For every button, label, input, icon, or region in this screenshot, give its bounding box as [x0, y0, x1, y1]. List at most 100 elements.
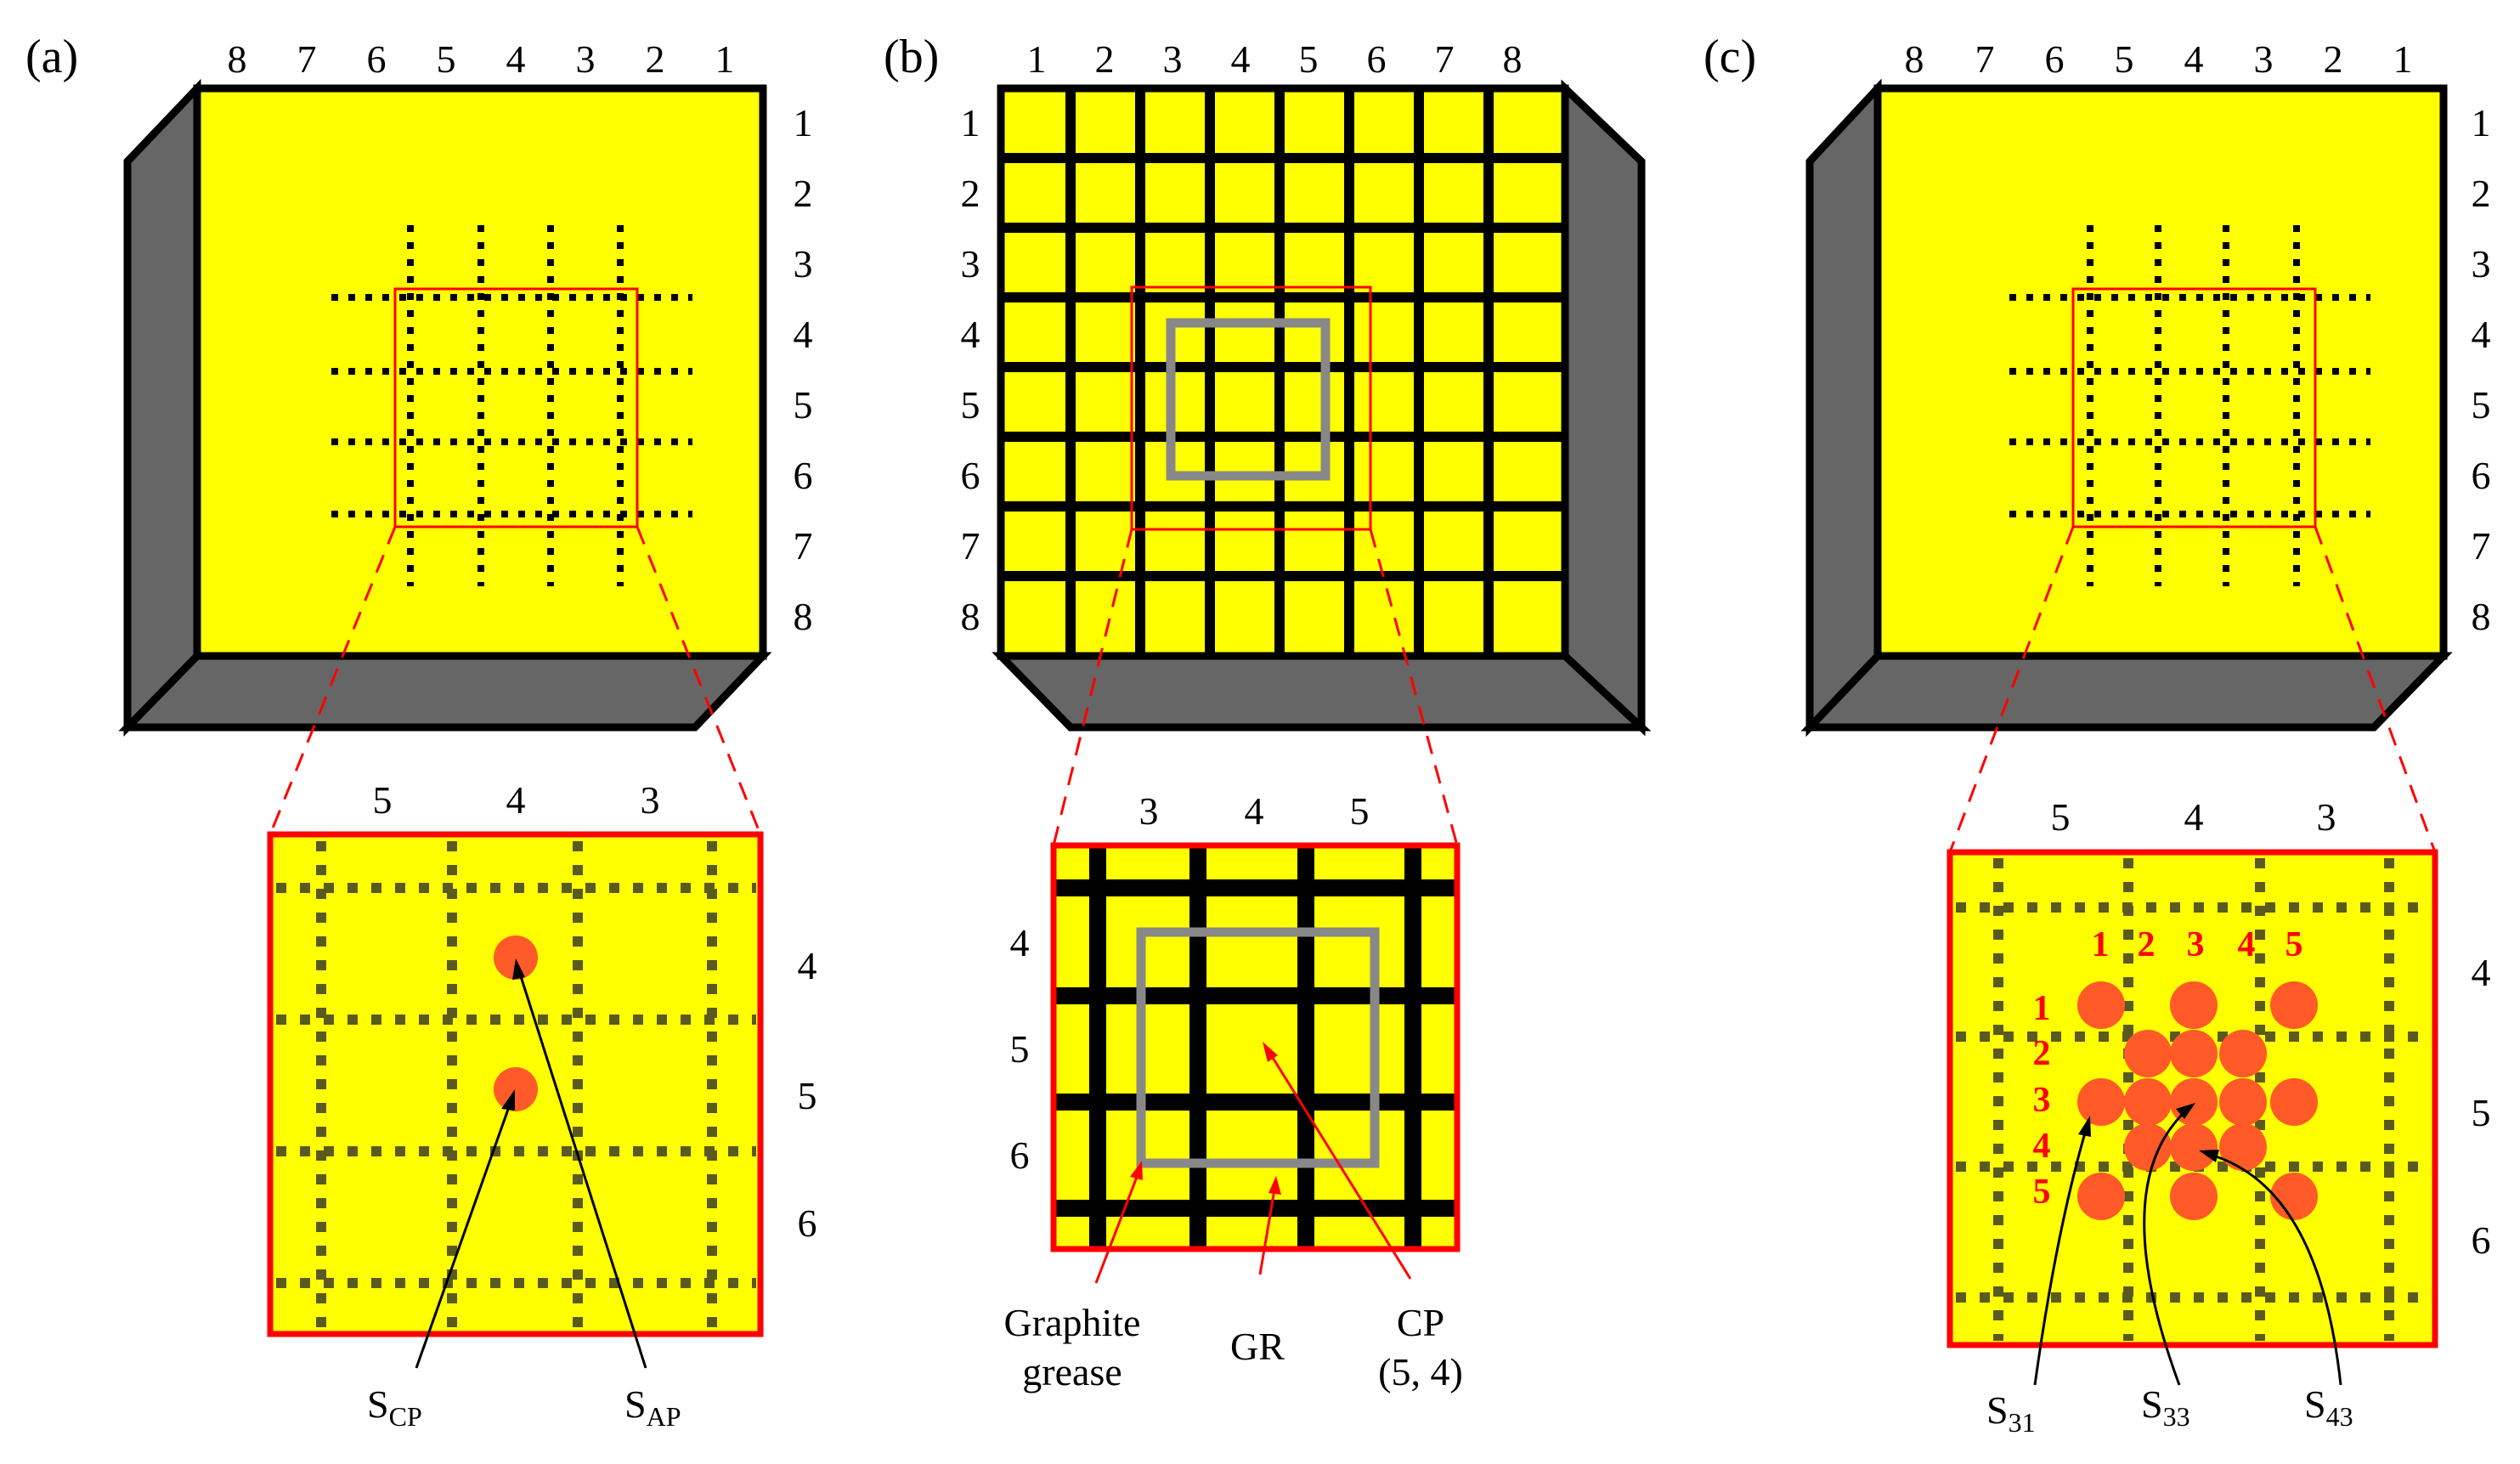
sensing-point-dot [2077, 981, 2125, 1029]
panel-b-col-label: 3 [1163, 37, 1183, 81]
panel-a-col-label: 3 [576, 37, 596, 81]
panel-c: (c) 8 7 6 5 4 3 2 1 1 2 3 4 5 6 7 8 [1704, 31, 2491, 1438]
panel-a-col-label: 1 [715, 37, 735, 81]
panel-b-col-label: 7 [1435, 37, 1455, 81]
panel-c-row-label: 8 [2472, 595, 2491, 638]
panel-a-block-front-face [193, 84, 767, 660]
sensing-point-dot [2170, 1173, 2218, 1220]
sensing-point-dot [2077, 1078, 2125, 1126]
sensing-point-dot [2219, 1078, 2267, 1126]
panel-c-row-label: 3 [2472, 242, 2491, 285]
panel-a-row-label: 3 [794, 242, 813, 285]
panel-a-zoom-line-left [268, 526, 397, 835]
panel-a-zoom-dotted-grid [276, 841, 756, 1330]
panel-b-gr-arrow [1258, 1189, 1276, 1275]
panel-a-row-label: 5 [794, 383, 813, 427]
panel-c-zoom-col-label: 4 [2184, 795, 2204, 839]
panel-b-row-label: 3 [961, 242, 980, 285]
panel-c-grid-column-numbers: 1 2 3 4 5 [2092, 925, 2303, 964]
sensing-point-dot [2170, 981, 2218, 1029]
panel-c-grid-col-label: 3 [2187, 925, 2205, 964]
panel-a-col-label: 2 [646, 37, 665, 81]
sensing-point-dot [2124, 1078, 2172, 1126]
panel-a-zoom-col-label: 4 [506, 778, 526, 822]
panel-a-center-point-dot [494, 1067, 538, 1111]
panel-b-row-label: 7 [961, 524, 980, 568]
sensing-point-dot [2170, 1123, 2218, 1171]
panel-b-cp-label-line1: CP [1397, 1301, 1444, 1344]
panel-b-gr-label: GR [1230, 1325, 1285, 1368]
panel-a-col-label: 6 [367, 37, 387, 81]
panel-c-column-numbers: 8 7 6 5 4 3 2 1 [1905, 37, 2413, 81]
panel-b-zoom-col-label: 4 [1245, 789, 1264, 833]
panel-a-row-label: 6 [794, 454, 813, 497]
panel-a-col-label: 5 [437, 37, 456, 81]
panel-b-zoom-gr-square [1136, 927, 1380, 1168]
panel-c-s43-arrowhead [2199, 1150, 2219, 1162]
panel-c-zoom-col-label: 3 [2317, 795, 2336, 839]
panel-b-zoom-row-label: 4 [1010, 921, 1030, 964]
panel-c-s43-arrow [2212, 1154, 2342, 1386]
panel-c-row-label: 2 [2472, 172, 2491, 215]
panel-a-row-label: 1 [794, 101, 813, 144]
panel-a-col-label: 4 [506, 37, 526, 81]
panel-a-zoom-col-label: 3 [641, 778, 660, 822]
panel-a: (a) 8 7 6 5 4 3 2 1 1 2 3 4 5 6 7 8 [25, 31, 817, 1432]
sensing-point-dot [2124, 1030, 2172, 1077]
panel-b-row-numbers: 1 2 3 4 5 6 7 8 [961, 101, 980, 638]
panel-c-zoom-row-label: 6 [2472, 1218, 2491, 1262]
panel-c-col-label: 1 [2393, 37, 2413, 81]
panel-b-grid-lines [1001, 88, 1565, 656]
panel-a-s-cp-arrow [415, 1104, 511, 1369]
panel-c-grid-row-label: 5 [2033, 1173, 2051, 1212]
panel-a-block-left-face [123, 78, 201, 738]
panel-c-grid-col-label: 4 [2238, 925, 2256, 964]
panel-a-zoom-row-label: 4 [798, 944, 817, 987]
panel-c-col-label: 3 [2254, 37, 2274, 81]
panel-b-label: (b) [884, 31, 939, 83]
panel-a-column-numbers: 8 7 6 5 4 3 2 1 [228, 37, 735, 81]
panel-c-col-label: 4 [2184, 37, 2204, 81]
panel-c-zoom-row-label: 5 [2472, 1091, 2491, 1134]
panel-b-cp-arrow [1268, 1053, 1412, 1280]
panel-b-zoom-col-label: 3 [1139, 789, 1159, 833]
panel-a-s-cp-arrowhead [501, 1089, 515, 1111]
sensing-point-dot [2270, 981, 2318, 1029]
sensing-point-dot [2219, 1030, 2267, 1077]
panel-b-gr-arrowhead [1268, 1176, 1281, 1195]
panel-c-col-label: 5 [2115, 37, 2134, 81]
panel-c-row-label: 7 [2472, 524, 2491, 568]
panel-c-grid-row-numbers: 1 2 3 4 5 [2033, 989, 2051, 1212]
sensing-point-dot [2124, 1123, 2172, 1171]
panel-c-s33-arrowhead [2176, 1103, 2195, 1119]
panel-c-zoom-line-right [2314, 526, 2437, 853]
panel-a-region-box [393, 287, 639, 529]
panel-c-row-label: 4 [2472, 313, 2491, 356]
panel-b-region-box [1130, 285, 1372, 531]
panel-c-grid-row-label: 4 [2033, 1127, 2051, 1166]
panel-b-col-label: 5 [1299, 37, 1319, 81]
panel-b-cp-label-line2: (5, 4) [1378, 1350, 1463, 1393]
panel-b: (b) 1 2 3 4 5 6 7 8 1 2 3 4 5 6 7 8 [884, 31, 1652, 1393]
panel-c-row-label: 6 [2472, 454, 2491, 497]
panel-c-row-numbers: 1 2 3 4 5 6 7 8 [2472, 101, 2491, 638]
panel-c-grid-row-label: 1 [2033, 989, 2051, 1028]
panel-a-col-label: 8 [228, 37, 247, 81]
panel-a-zoom-line-right [636, 526, 762, 835]
panel-a-s-ap-arrowhead [512, 958, 525, 980]
panel-b-row-label: 5 [961, 383, 980, 427]
panel-b-row-label: 4 [961, 313, 980, 356]
panel-b-block-right-face [1561, 79, 1646, 737]
panel-c-col-label: 7 [1975, 37, 1995, 81]
panel-a-row-label: 2 [794, 172, 813, 215]
panel-a-row-numbers: 1 2 3 4 5 6 7 8 [794, 101, 813, 638]
panel-c-grid-col-label: 1 [2092, 925, 2110, 964]
panel-b-row-label: 2 [961, 172, 980, 215]
panel-c-s31-arrowhead [2078, 1116, 2091, 1137]
panel-b-graphite-arrowhead [1130, 1161, 1143, 1180]
panel-c-label: (c) [1704, 31, 1756, 83]
panel-b-col-label: 8 [1503, 37, 1523, 81]
panel-b-col-label: 6 [1367, 37, 1387, 81]
panel-a-col-label: 7 [297, 37, 317, 81]
